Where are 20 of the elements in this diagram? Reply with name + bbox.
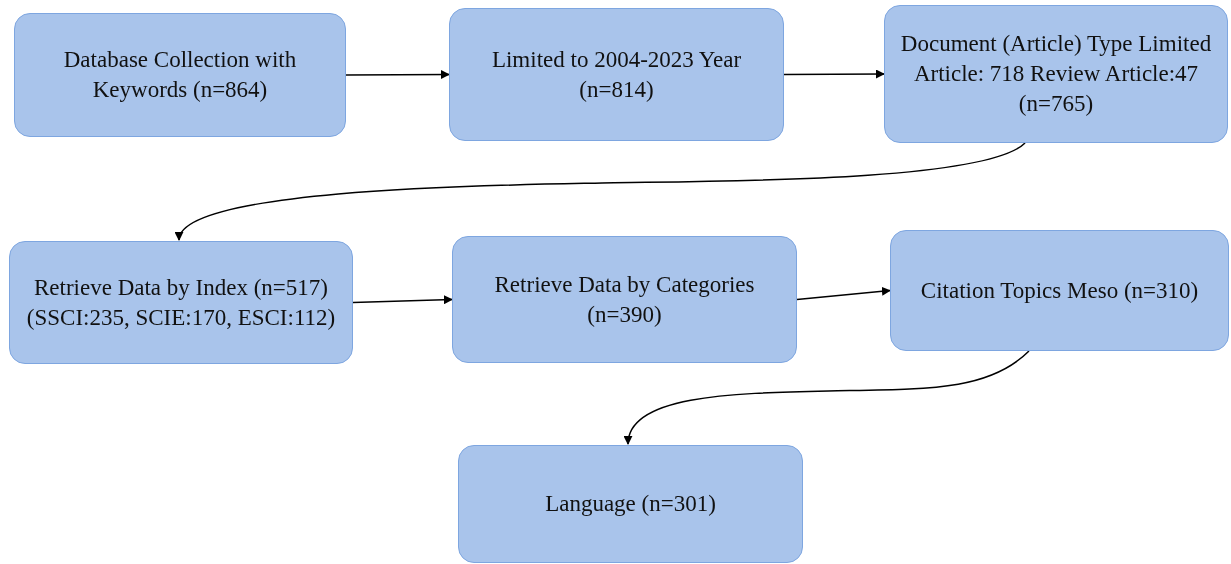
arrow xyxy=(352,295,453,305)
arrow xyxy=(783,69,885,79)
box-text: Language (n=301) xyxy=(545,490,716,519)
arrow xyxy=(625,350,1030,445)
process-box xyxy=(14,13,346,137)
process-box xyxy=(452,236,797,363)
box-text: Citation Topics Meso (n=310) xyxy=(920,276,1199,305)
box-text: Retrieve Data by Categories (n=390) xyxy=(493,270,756,329)
process-box xyxy=(449,8,784,141)
arrow xyxy=(796,286,891,301)
process-box xyxy=(884,5,1228,143)
box-text: Retrieve Data by Index (n=517) (SSCI:235, SCIE:170, ESCI:112) xyxy=(25,273,337,332)
box-text: Database Collection with Keywords (n=864) xyxy=(62,46,298,104)
arrow xyxy=(345,70,450,80)
process-box xyxy=(890,230,1229,351)
box-text: Document (Article) Type Limited Article: 718 Review Article:47 (n=765) xyxy=(899,30,1213,118)
process-box xyxy=(9,241,353,364)
arrow xyxy=(178,142,1026,241)
process-box xyxy=(458,445,803,563)
box-text: Limited to 2004-2023 Year (n=814) xyxy=(490,45,743,104)
